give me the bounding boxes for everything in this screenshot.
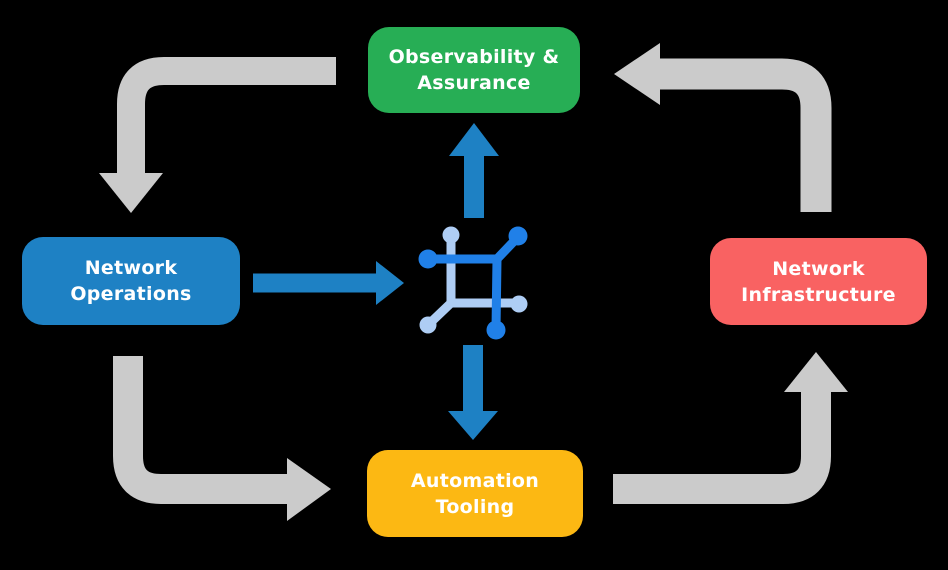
node-network-infrastructure: Network Infrastructure (710, 238, 927, 325)
network-mesh-icon (418, 226, 528, 340)
node-label-line: Observability & (388, 46, 560, 68)
node-label-line: Network (84, 257, 178, 279)
node-observability-assurance: Observability & Assurance (368, 27, 580, 113)
node-label-line: Automation (410, 469, 540, 492)
arrow-operations-to-automation (113, 356, 331, 521)
arrow-center-to-observability (449, 123, 499, 218)
node-label-line: Network (772, 257, 865, 280)
node-label-line: Tooling (435, 495, 515, 518)
arrow-automation-to-infrastructure (613, 352, 848, 504)
node-automation-tooling: Automation Tooling (367, 450, 583, 537)
node-label-line: Infrastructure (741, 283, 896, 306)
arrow-operations-to-center (253, 261, 404, 305)
node-network-operations: Network Operations (22, 237, 240, 325)
node-label-line: Operations (70, 283, 192, 305)
node-label-line: Assurance (417, 72, 531, 94)
arrow-infrastructure-to-observability (614, 43, 832, 212)
arrow-observability-to-operations (99, 57, 336, 213)
arrow-center-to-automation (448, 345, 498, 440)
